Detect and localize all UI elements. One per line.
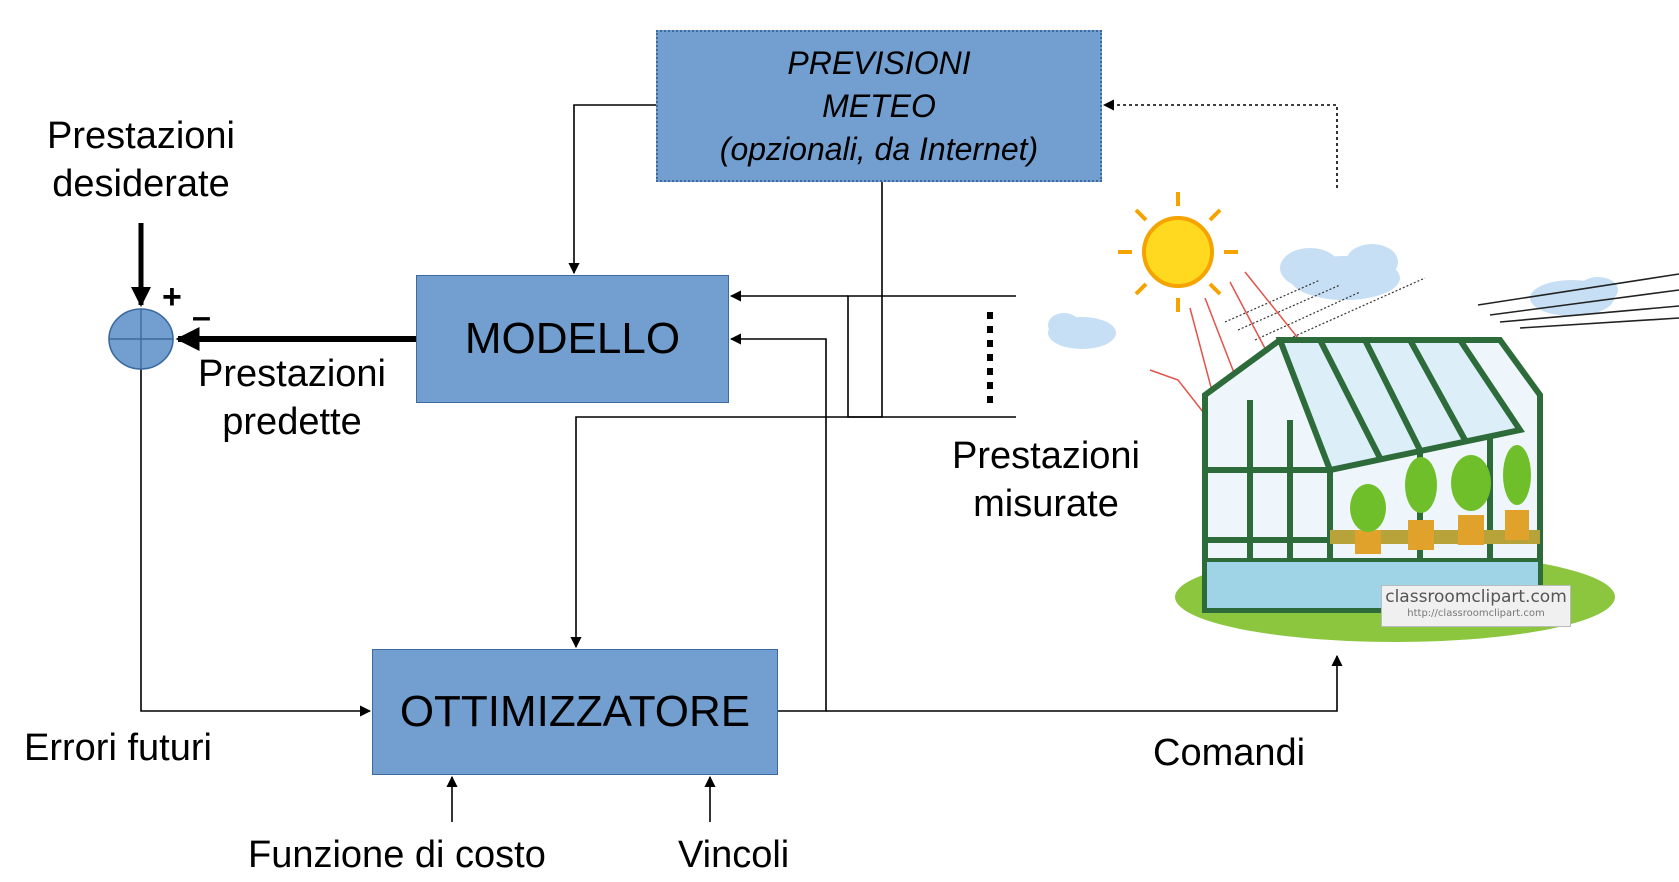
ottimizzatore-box: OTTIMIZZATORE <box>372 649 778 775</box>
arrow-greenhouse-to-meteo <box>1102 99 1338 188</box>
minus-sign: – <box>192 298 211 336</box>
meteo-line-1: PREVISIONI <box>787 44 971 81</box>
label-prestazioni-desiderate: Prestazioni desiderate <box>47 115 235 205</box>
plant-icon <box>1350 445 1531 554</box>
arrow-meteo-to-ottimizzatore <box>570 182 883 649</box>
label-prestazioni-misurate: Prestazioni misurate <box>952 435 1140 525</box>
meteo-line-2: METEO <box>822 87 936 124</box>
arrow-errori-futuri <box>140 369 372 717</box>
label-funzione-di-costo: Funzione di costo <box>248 834 546 876</box>
summing-junction <box>108 308 174 370</box>
modello-label: MODELLO <box>464 314 681 363</box>
arrow-measured-to-modello <box>847 295 1016 418</box>
label-vincoli: Vincoli <box>678 834 790 876</box>
arrow-ottimizzatore-to-modello <box>729 333 827 712</box>
plus-sign: + <box>162 278 182 316</box>
label-errori-futuri: Errori futuri <box>24 727 212 769</box>
watermark-sub: http://classroomclipart.com <box>1407 608 1545 619</box>
arrow-meteo-to-modello <box>568 104 656 275</box>
sun-icon <box>1118 192 1238 312</box>
label-prestazioni-predette: Prestazioni predette <box>198 353 386 443</box>
ottimizzatore-label: OTTIMIZZATORE <box>399 687 751 736</box>
watermark: classroomclipart.com http://classroomcli… <box>1381 585 1571 627</box>
meteo-line-3: (opzionali, da Internet) <box>719 130 1039 167</box>
label-comandi: Comandi <box>1153 732 1306 774</box>
watermark-main: classroomclipart.com <box>1385 587 1567 607</box>
arrow-comandi <box>826 654 1343 712</box>
modello-box: MODELLO <box>416 275 729 403</box>
meteo-forecast-box: PREVISIONI METEO (opzionali, da Internet… <box>656 30 1102 182</box>
greenhouse-illustration <box>1048 192 1679 642</box>
